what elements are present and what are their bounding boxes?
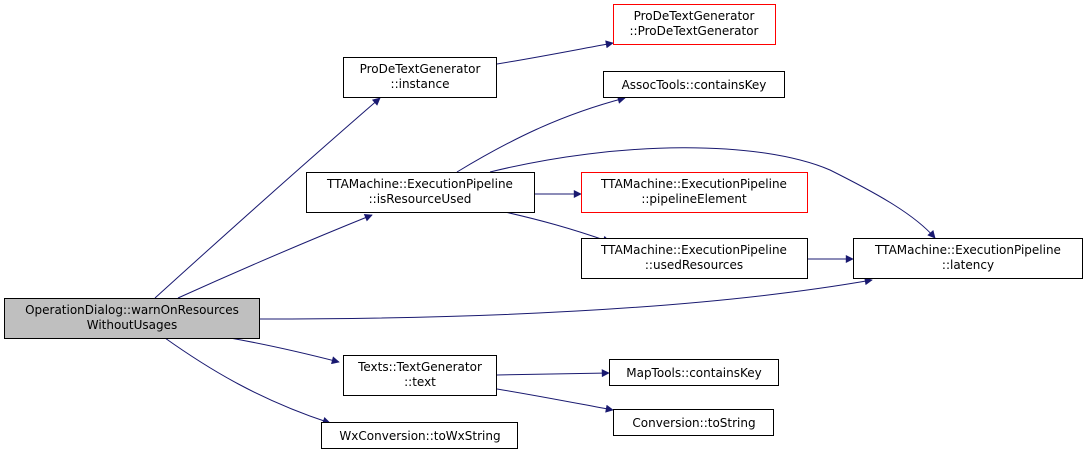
node-label-line1: OperationDialog::warnOnResources — [25, 303, 239, 317]
edge-texts-to-conversion — [496, 388, 614, 413]
node-label: Conversion::toString — [632, 416, 755, 430]
node-label-line1: TTAMachine::ExecutionPipeline — [326, 177, 513, 191]
edge-isresourceused-to-assoc — [456, 95, 626, 173]
edge-root-to-texts-text — [229, 337, 340, 365]
edge-texts-to-map — [496, 369, 610, 378]
node-label-line2: ::isResourceUsed — [369, 192, 472, 206]
node-assoctools-containskey[interactable]: AssocTools::containsKey — [603, 71, 785, 98]
node-label-line2: ::ProDeTextGenerator — [630, 24, 759, 38]
call-edges — [154, 40, 936, 425]
edge-root-to-pdtg-instance — [154, 97, 381, 299]
node-label-line1: ProDeTextGenerator — [360, 62, 481, 76]
node-prodetextgenerator-instance[interactable]: ProDeTextGenerator ::instance — [343, 57, 497, 98]
node-prodetextgenerator-ctor[interactable]: ProDeTextGenerator ::ProDeTextGenerator — [613, 4, 776, 45]
node-label: MapTools::containsKey — [626, 366, 762, 380]
node-label-line1: ProDeTextGenerator — [634, 9, 755, 23]
node-executionpipeline-pipelineelement[interactable]: TTAMachine::ExecutionPipeline ::pipeline… — [581, 172, 808, 213]
node-operation-dialog-warn[interactable]: OperationDialog::warnOnResources Without… — [4, 298, 260, 339]
node-label-line1: TTAMachine::ExecutionPipeline — [600, 243, 787, 257]
node-label: AssocTools::containsKey — [622, 78, 767, 92]
node-wxconversion-towxstring[interactable]: WxConversion::toWxString — [321, 422, 518, 449]
node-label-line1: Texts::TextGenerator — [357, 360, 482, 374]
node-label-line1: TTAMachine::ExecutionPipeline — [874, 243, 1061, 257]
edge-isresourceused-to-usedresources — [504, 211, 611, 244]
node-label-line2: ::text — [404, 375, 436, 389]
node-executionpipeline-isresourceused[interactable]: TTAMachine::ExecutionPipeline ::isResour… — [306, 172, 535, 213]
edge-root-to-wx-towxstring — [164, 337, 331, 425]
edge-isresourceused-to-latency — [489, 147, 936, 239]
node-conversion-tostring[interactable]: Conversion::toString — [613, 409, 774, 436]
node-label-line2: WithoutUsages — [87, 318, 178, 332]
node-label-line2: ::instance — [391, 77, 450, 91]
node-label-line2: ::pipelineElement — [641, 192, 747, 206]
edge-root-to-ep-isresourceused — [177, 213, 373, 299]
node-executionpipeline-usedresources[interactable]: TTAMachine::ExecutionPipeline ::usedReso… — [581, 238, 808, 279]
node-executionpipeline-latency[interactable]: TTAMachine::ExecutionPipeline ::latency — [853, 238, 1083, 279]
edge-root-to-ep-latency — [259, 277, 873, 320]
node-label: WxConversion::toWxString — [339, 429, 500, 443]
node-label-line2: ::usedResources — [645, 258, 743, 272]
node-label-line2: ::latency — [942, 258, 994, 272]
edge-pdtg-instance-to-ctor — [496, 40, 614, 65]
node-texts-textgenerator-text[interactable]: Texts::TextGenerator ::text — [343, 355, 497, 396]
node-label-line1: TTAMachine::ExecutionPipeline — [600, 177, 787, 191]
node-maptools-containskey[interactable]: MapTools::containsKey — [609, 359, 779, 386]
